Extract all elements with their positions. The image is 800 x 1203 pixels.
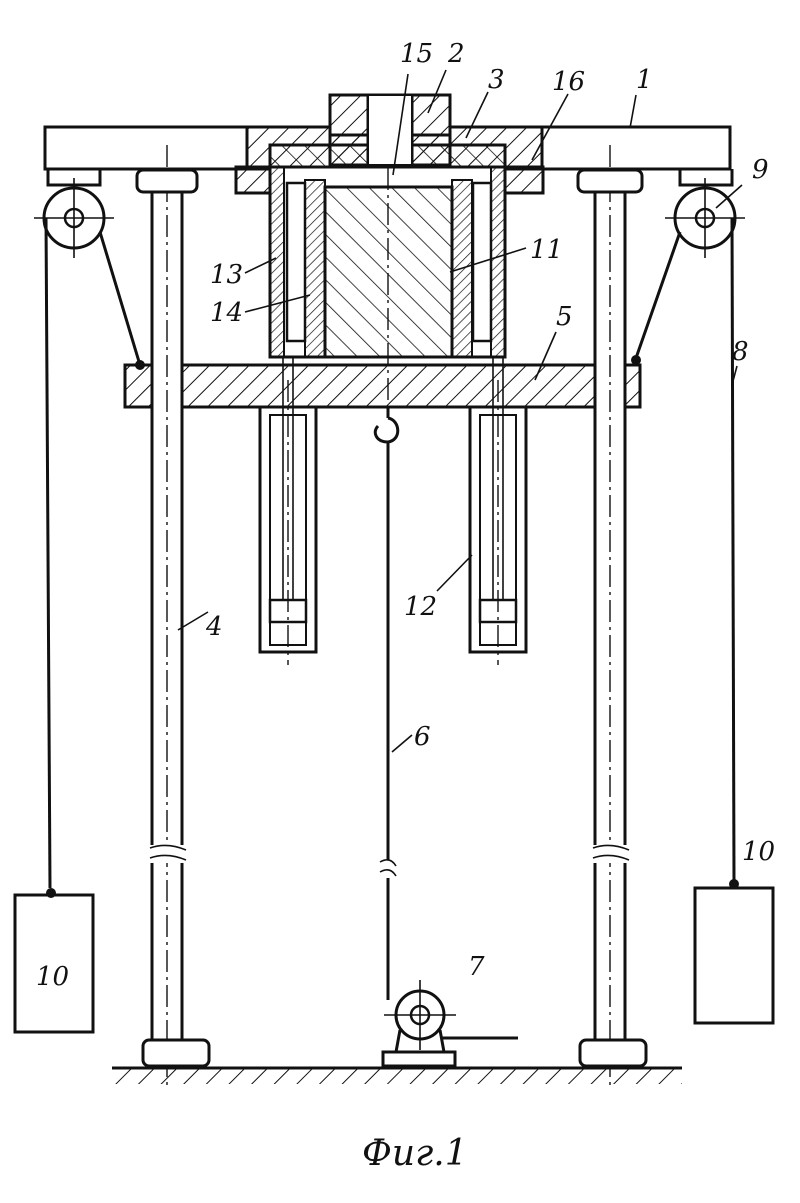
- label-10-left: 10: [36, 962, 69, 992]
- label-10-right: 10: [742, 837, 775, 867]
- label-16: 16: [552, 67, 585, 97]
- label-9: 9: [752, 155, 769, 185]
- label-7: 7: [468, 952, 485, 982]
- label-3: 3: [488, 65, 505, 95]
- label-14: 14: [210, 298, 243, 328]
- ground: [112, 1068, 682, 1084]
- label-12: 12: [404, 592, 437, 622]
- column-left: [137, 145, 209, 1085]
- label-2: 2: [447, 39, 465, 69]
- label-15: 15: [400, 39, 433, 69]
- hook: [375, 407, 398, 442]
- label-6: 6: [414, 722, 431, 752]
- column-right: [578, 145, 646, 1085]
- label-11: 11: [530, 235, 563, 265]
- label-1: 1: [636, 65, 653, 95]
- figure-caption: Фиг.1: [362, 1133, 468, 1174]
- weight-right: [695, 879, 773, 1023]
- winch: [383, 980, 518, 1066]
- label-8: 8: [732, 337, 749, 367]
- weight-left: [15, 888, 93, 1032]
- label-4: 4: [205, 612, 223, 642]
- label-5: 5: [556, 302, 573, 332]
- movable-plate: [125, 365, 640, 407]
- label-13: 13: [210, 260, 243, 290]
